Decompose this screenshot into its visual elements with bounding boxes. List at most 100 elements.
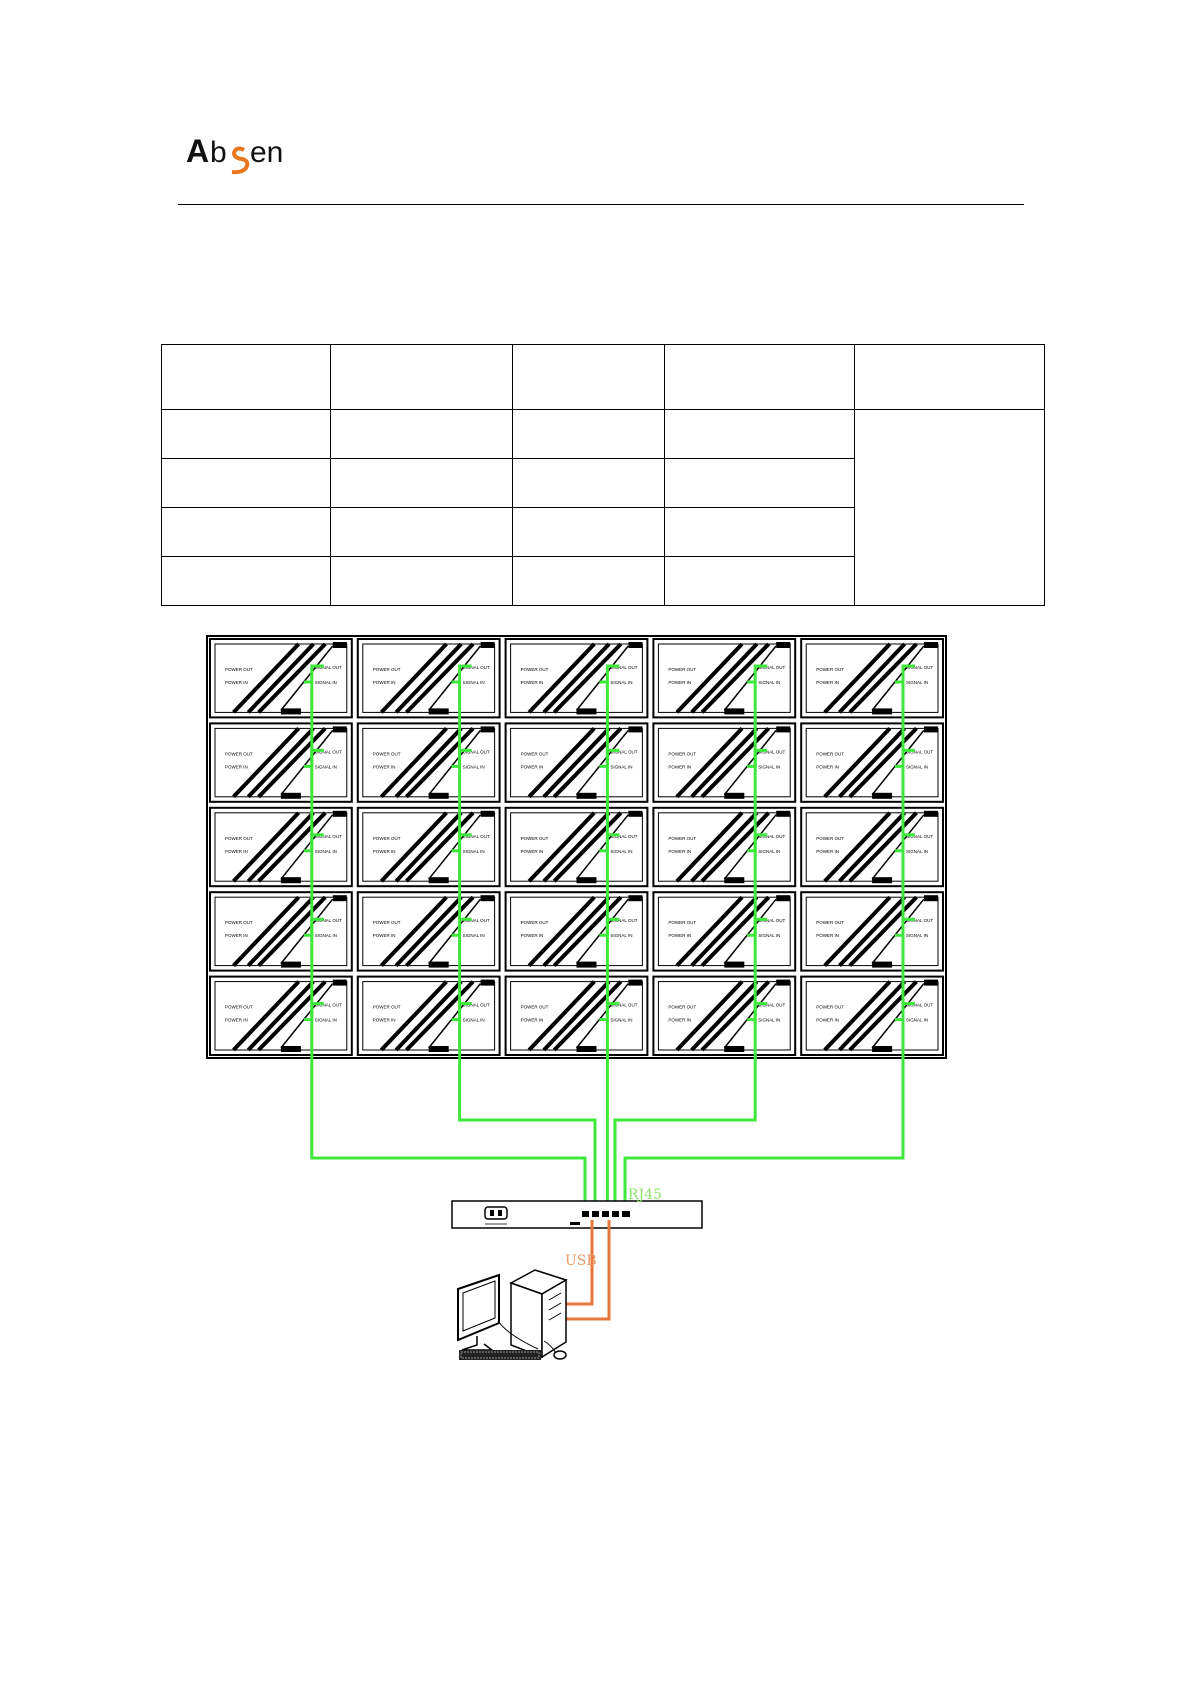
signal-out-label: SIGNAL OUT [906,1003,933,1008]
signal-in-label: SIGNAL IN [463,849,485,854]
power-in-label: POWER IN [521,849,544,854]
cabinet-link-cable [303,664,324,684]
rj45-ports [582,1211,630,1217]
svg-text:A: A [186,133,209,169]
header-rule [178,204,1024,205]
signal-out-label: SIGNAL OUT [315,665,342,670]
usb-cables [566,1220,611,1321]
power-out-label: POWER OUT [668,667,696,672]
svg-text:b: b [210,136,227,169]
led-cabinet: POWER OUT POWER IN SIGNAL OUT SIGNAL IN [504,722,649,803]
signal-in-label: SIGNAL IN [906,1018,928,1023]
power-in-label: POWER IN [373,849,396,854]
computer-icon [457,1269,568,1360]
table-row [161,409,1045,606]
power-out-label: POWER OUT [668,751,696,756]
power-out-label: POWER OUT [816,1005,844,1010]
signal-in-label: SIGNAL IN [463,764,485,769]
table-cell [664,409,855,459]
svg-text:en: en [250,136,283,169]
power-out-label: POWER OUT [373,920,401,925]
signal-in-label: SIGNAL IN [906,680,928,685]
signal-out-label: SIGNAL OUT [463,918,490,923]
spec-table [161,344,1045,606]
power-out-label: POWER OUT [225,920,253,925]
cabinet-grid: POWER OUT POWER IN SIGNAL OUT SIGNAL IN POWE… [206,635,947,1059]
table-cell [161,458,331,508]
power-out-label: POWER OUT [816,667,844,672]
signal-in-label: SIGNAL IN [906,933,928,938]
table-cell [512,556,665,606]
signal-out-label: SIGNAL OUT [758,1003,785,1008]
power-in-label: POWER IN [521,1018,544,1023]
signal-out-label: SIGNAL OUT [758,665,785,670]
power-out-label: POWER OUT [816,836,844,841]
cabinet-link-cable [599,664,620,684]
led-wall-wiring-diagram: POWER OUT POWER IN SIGNAL OUT SIGNAL IN POWE… [206,635,947,1360]
signal-in-label: SIGNAL IN [610,849,632,854]
signal-out-label: SIGNAL OUT [758,749,785,754]
signal-out-label: SIGNAL OUT [610,665,637,670]
led-cabinet: POWER OUT POWER IN SIGNAL OUT SIGNAL IN [504,806,649,888]
power-in-label: POWER IN [816,933,839,938]
power-in-label: POWER IN [668,680,691,685]
table-row [161,556,1045,606]
power-in-label: POWER IN [668,933,691,938]
usb-label: USB [565,1253,597,1269]
table-header-cell [512,344,665,410]
power-in-label: POWER IN [373,933,396,938]
rj45-cable [623,1058,905,1214]
signal-in-label: SIGNAL IN [315,1018,337,1023]
signal-in-label: SIGNAL IN [610,764,632,769]
signal-in-label: SIGNAL IN [758,764,780,769]
mouse-icon [553,1350,567,1360]
power-in-label: POWER IN [225,933,248,938]
power-out-label: POWER OUT [521,920,549,925]
signal-out-label: SIGNAL OUT [906,834,933,839]
power-in-label: POWER IN [521,764,544,769]
power-out-label: POWER OUT [521,836,549,841]
signal-out-label: SIGNAL OUT [463,834,490,839]
power-out-label: POWER OUT [521,751,549,756]
table-header-cell [330,344,513,410]
power-in-label: POWER IN [373,1018,396,1023]
signal-out-label: SIGNAL OUT [463,665,490,670]
signal-out-label: SIGNAL OUT [315,749,342,754]
power-out-label: POWER OUT [225,836,253,841]
table-cell [512,458,665,508]
table-header-row [161,344,1045,410]
power-in-label: POWER IN [668,764,691,769]
signal-out-label: SIGNAL OUT [610,834,637,839]
rj45-label: RJ45 [628,1187,662,1203]
power-in-label: POWER IN [521,680,544,685]
signal-out-label: SIGNAL OUT [315,1003,342,1008]
table-cell [330,507,513,557]
power-out-label: POWER OUT [668,920,696,925]
signal-in-label: SIGNAL IN [906,764,928,769]
signal-out-label: SIGNAL OUT [463,1003,490,1008]
keyboard-icon [459,1350,541,1360]
table-row [161,507,1045,557]
signal-out-label: SIGNAL OUT [463,749,490,754]
power-out-label: POWER OUT [668,1005,696,1010]
power-out-label: POWER OUT [816,751,844,756]
table-cell [330,556,513,606]
table-header-cell [664,344,855,410]
signal-in-label: SIGNAL IN [315,849,337,854]
signal-in-label: SIGNAL IN [610,933,632,938]
power-out-label: POWER OUT [373,836,401,841]
power-out-label: POWER OUT [225,1005,253,1010]
rj45-cable [310,1058,587,1214]
signal-out-label: SIGNAL OUT [610,749,637,754]
